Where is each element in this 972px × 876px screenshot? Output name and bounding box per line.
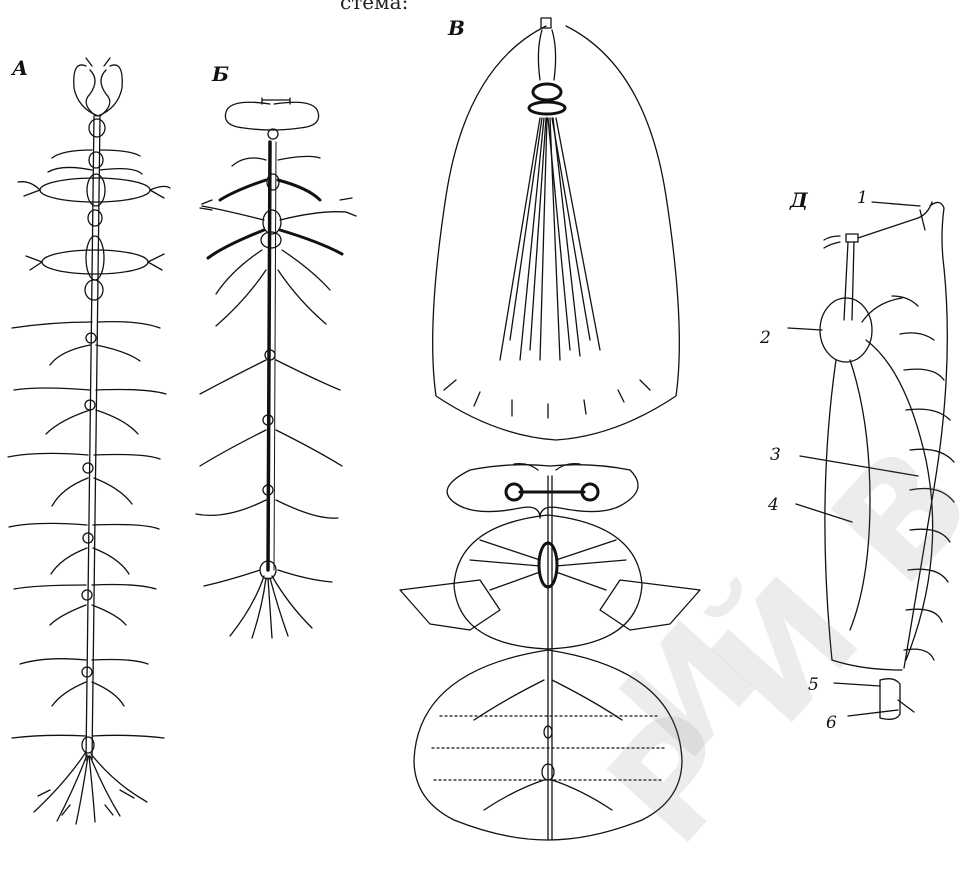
panel-b-nerve-cord: [196, 98, 356, 638]
panel-v-radial-body: [433, 18, 680, 440]
panel-a-nerve-cord: [8, 58, 170, 824]
nervous-systems-figure: стема: А Б В Д 1 2 3 4 5 6: [0, 0, 972, 847]
